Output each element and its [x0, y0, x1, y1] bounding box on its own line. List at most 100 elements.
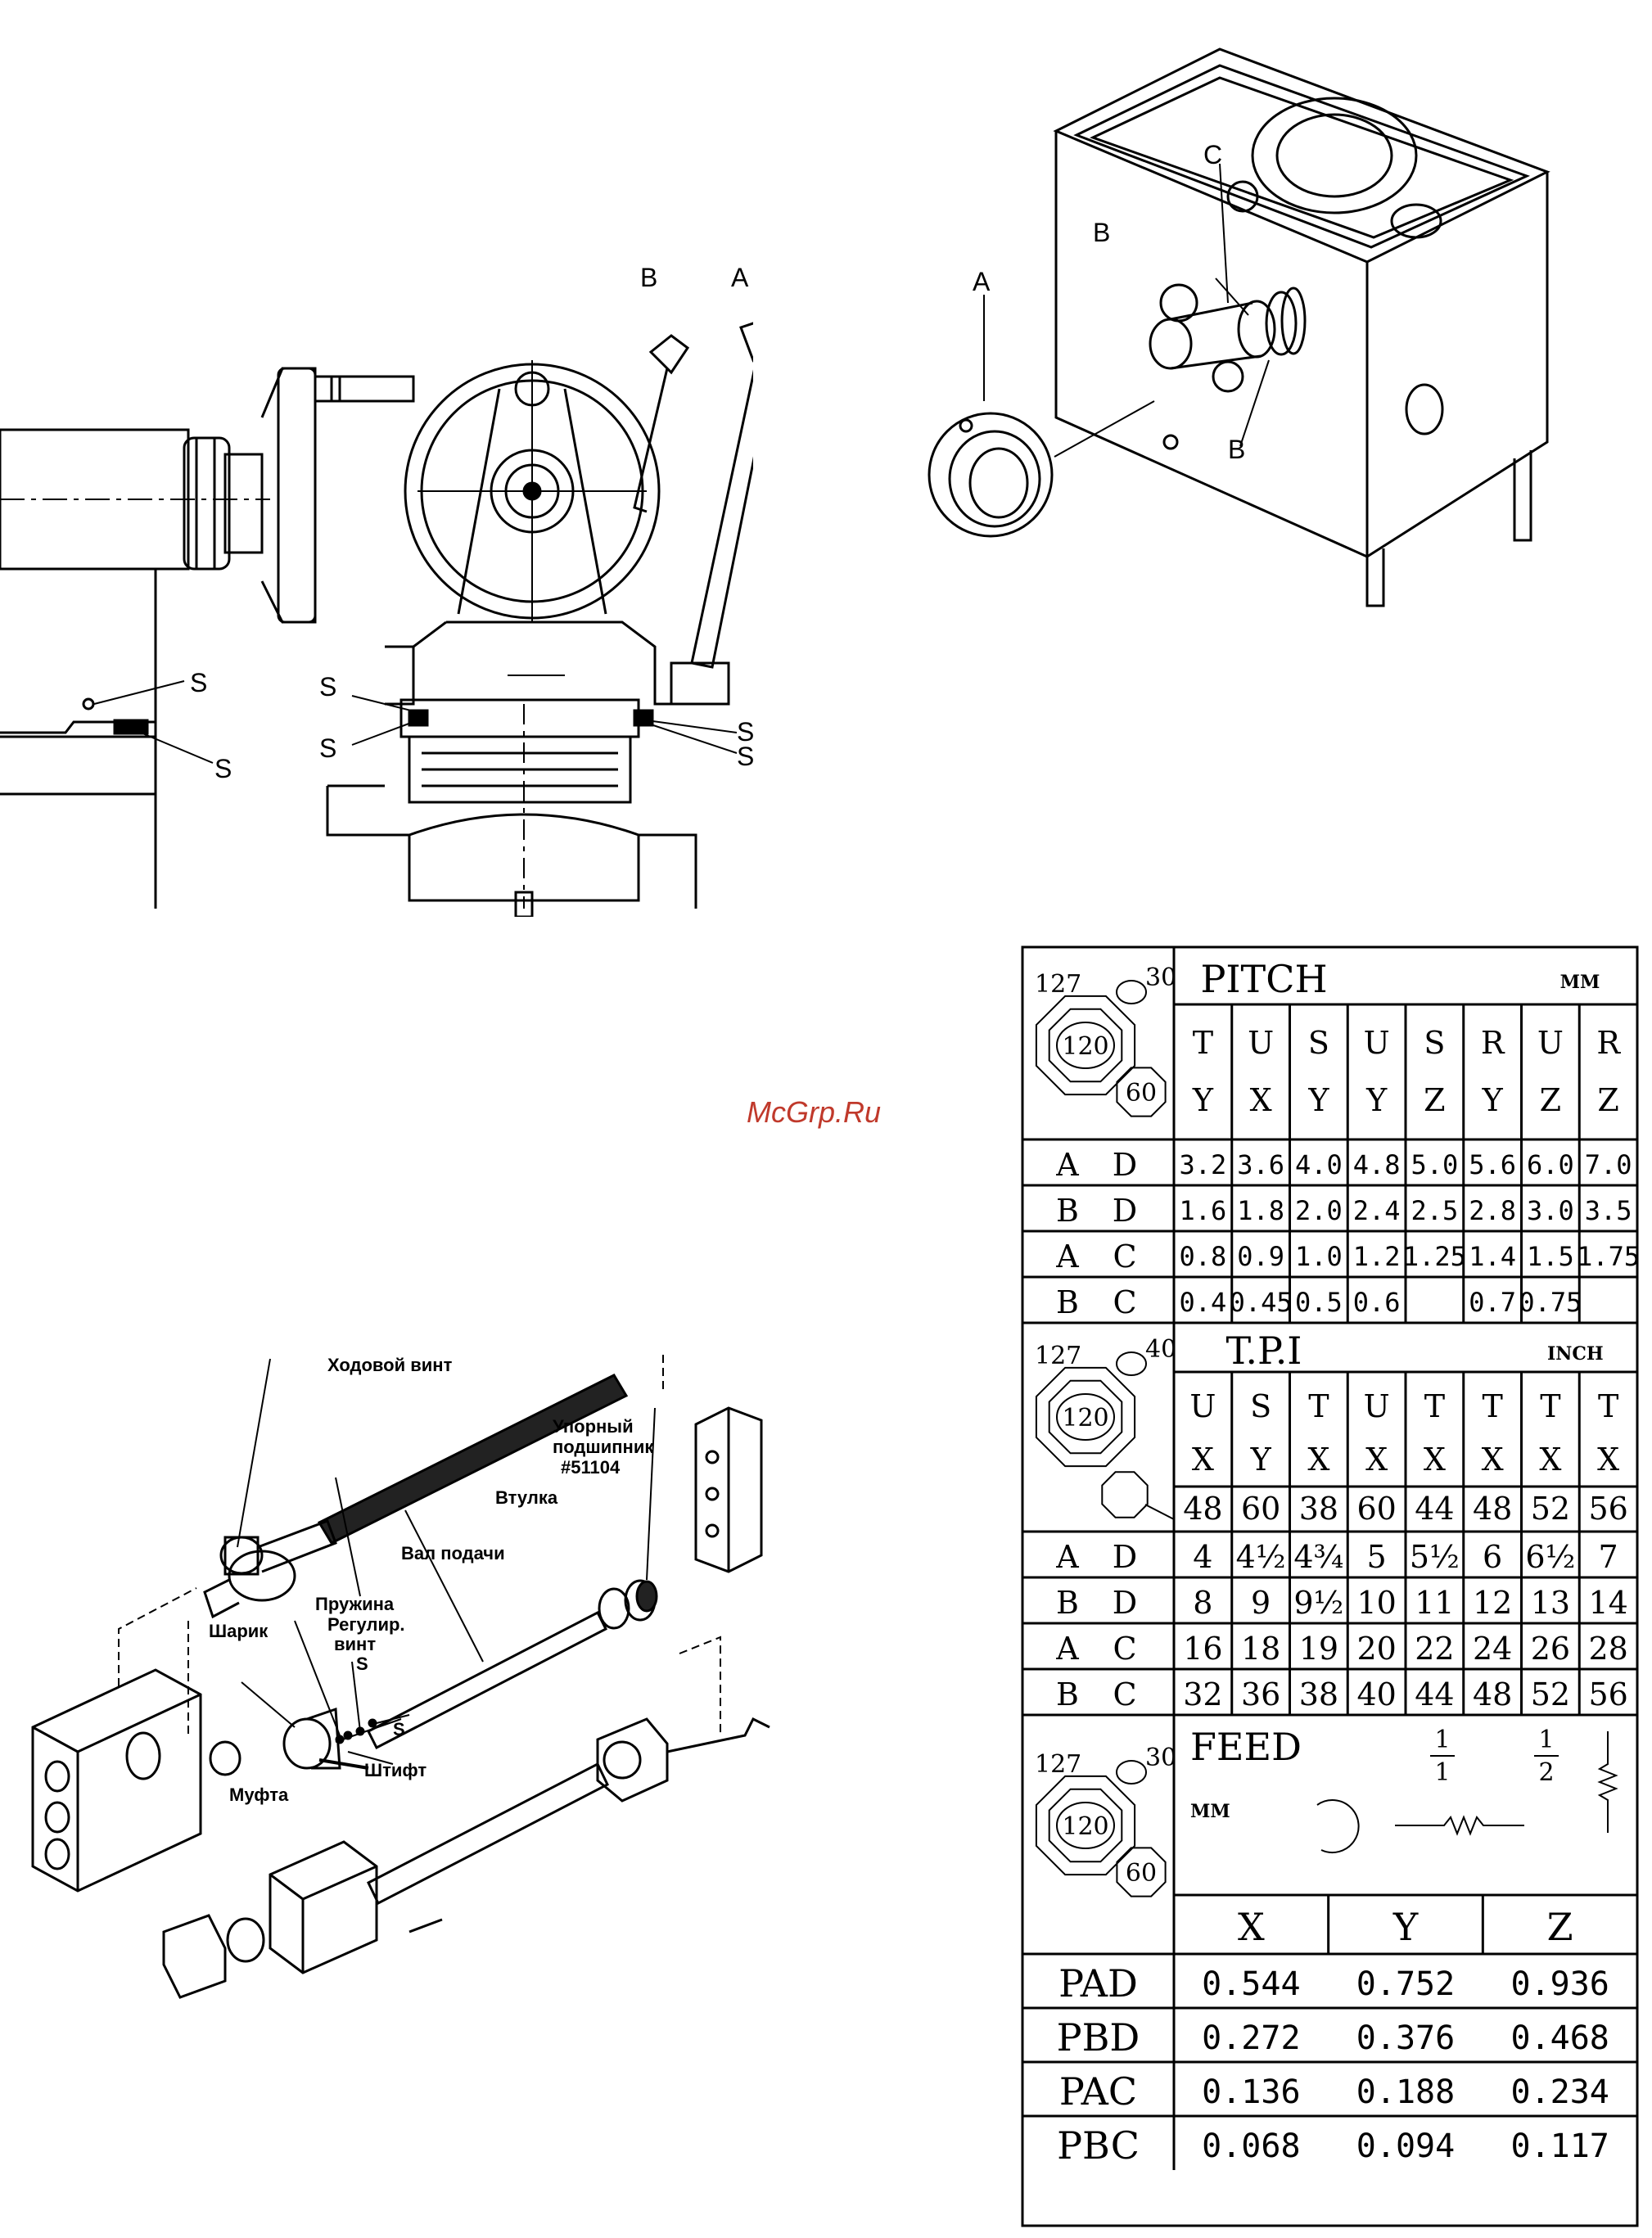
pitch-cell: 4.8 [1353, 1149, 1401, 1180]
gear-label-60: 60 [1126, 1859, 1157, 1888]
tpi-row-label-a: B [1056, 1676, 1079, 1712]
feed-col-header: Y [1392, 1905, 1419, 1949]
pitch-cell: 0.5 [1295, 1287, 1343, 1318]
tpi-cell: 48 [1473, 1676, 1512, 1712]
feed-cell: 0.752 [1356, 1965, 1455, 2003]
feed-cell: 0.094 [1356, 2127, 1455, 2165]
tpi-cell: 19 [1299, 1631, 1338, 1667]
label-thrust-bearing-number: #51104 [561, 1457, 621, 1478]
tpi-col-teeth: 48 [1473, 1491, 1512, 1527]
feed-ratio1-den: 1 [1434, 1758, 1450, 1787]
label-lever-b: B [640, 263, 657, 292]
label-feed-shaft: Вал подачи [401, 1543, 505, 1563]
pitch-col-top: S [1308, 1025, 1329, 1061]
rotation-icon [1316, 1799, 1360, 1854]
pitch-cell: 0.8 [1179, 1241, 1226, 1272]
longitudinal-feed-icon [1395, 1815, 1524, 1836]
tpi-col-bottom: X [1482, 1442, 1504, 1478]
pitch-title: PITCH [1200, 957, 1327, 1001]
tpi-row-label-a: B [1056, 1585, 1079, 1621]
gear-label-120: 120 [1062, 1812, 1108, 1841]
tpi-title: T.P.I [1226, 1329, 1302, 1373]
pitch-row-label-b: D [1113, 1147, 1137, 1183]
pitch-col-bottom: Z [1597, 1082, 1618, 1118]
pitch-col-bottom: Z [1424, 1082, 1445, 1118]
tpi-col-bottom: X [1424, 1442, 1446, 1478]
tpi-cell: 10 [1356, 1585, 1396, 1621]
tpi-cell: 11 [1415, 1585, 1454, 1621]
tpi-cell: 32 [1183, 1676, 1222, 1712]
label-s-1: S [190, 668, 207, 697]
pitch-col-bottom: Y [1307, 1082, 1329, 1118]
tpi-row-label-b: D [1113, 1585, 1137, 1621]
label-s-5: S [737, 717, 753, 747]
pitch-cell: 0.9 [1237, 1241, 1284, 1272]
label-thrust-bearing-line2: подшипник [553, 1437, 654, 1457]
feed-cell: 0.068 [1202, 2127, 1300, 2165]
pitch-col-bottom: Y [1192, 1082, 1214, 1118]
label-s-3: S [319, 672, 336, 702]
tpi-row-label-b: C [1113, 1676, 1136, 1712]
tpi-col-bottom: X [1365, 1442, 1388, 1478]
gear-60-icon [1116, 1067, 1167, 1117]
label-nut-b-top: B [1093, 218, 1110, 247]
tpi-cell: 4 [1193, 1539, 1212, 1575]
feed-ratio2-num: 1 [1538, 1726, 1554, 1754]
pitch-cell: 6.0 [1527, 1149, 1574, 1180]
gear-small-icon [1116, 1760, 1147, 1785]
label-adj-screw-line1: Регулир. [327, 1614, 405, 1635]
tpi-cell: 24 [1473, 1631, 1512, 1667]
tpi-row-label-b: D [1113, 1539, 1137, 1575]
pitch-cell: 2.4 [1353, 1195, 1401, 1226]
pitch-cell: 0.4 [1179, 1287, 1226, 1318]
feed-ratio2-den: 2 [1538, 1758, 1554, 1787]
pitch-cell: 0.7 [1469, 1287, 1516, 1318]
pitch-cell: 3.0 [1527, 1195, 1574, 1226]
tpi-col-teeth: 60 [1241, 1491, 1280, 1527]
feed-cell: 0.468 [1510, 2019, 1609, 2057]
tpi-cell: 4½ [1236, 1539, 1286, 1575]
label-thrust-bearing-line1: Упорный [553, 1416, 634, 1437]
tpi-cell: 4¾ [1293, 1539, 1343, 1575]
gear-inner-icon [1048, 1379, 1123, 1455]
tpi-cell: 26 [1531, 1631, 1570, 1667]
gear-label-127: 127 [1035, 1750, 1081, 1779]
feed-ratio1-num: 1 [1434, 1726, 1450, 1754]
pitch-cell: 1.2 [1353, 1241, 1401, 1272]
pitch-col-bottom: Z [1540, 1082, 1561, 1118]
gear-label-30: 30 [1145, 963, 1176, 992]
feed-cell: 0.272 [1202, 2019, 1300, 2057]
tpi-cell: 9½ [1293, 1585, 1343, 1621]
label-lever-a: A [731, 263, 749, 292]
label-spring: Пружина [315, 1594, 395, 1614]
label-nut-b-bottom: B [1228, 435, 1245, 464]
pitch-row-label-b: D [1113, 1193, 1137, 1229]
tpi-col-top: S [1250, 1388, 1271, 1424]
pitch-cell: 0.6 [1353, 1287, 1401, 1318]
tpi-cell: 20 [1356, 1631, 1396, 1667]
pitch-unit: MM [1560, 972, 1600, 993]
pitch-col-top: T [1193, 1025, 1213, 1061]
label-s-4: S [319, 733, 336, 763]
tpi-col-top: T [1424, 1388, 1445, 1424]
feed-cell: 0.188 [1356, 2073, 1455, 2111]
watermark-text: McGrp.Ru [747, 1095, 882, 1129]
pitch-col-top: U [1248, 1025, 1274, 1061]
label-flange-a: A [973, 267, 991, 296]
gear-small-bottom-icon [1101, 1471, 1149, 1518]
cross-feed-icon [1597, 1731, 1618, 1833]
feed-row-label: PBD [1057, 2015, 1140, 2060]
feed-row-label: PAD [1058, 1961, 1138, 2006]
tpi-cell: 56 [1588, 1676, 1627, 1712]
feed-row-label: PAC [1059, 2069, 1137, 2114]
tpi-col-top: T [1482, 1388, 1502, 1424]
tpi-cell: 8 [1193, 1585, 1212, 1621]
pitch-cell: 1.0 [1295, 1241, 1343, 1272]
tpi-col-teeth: 60 [1356, 1491, 1396, 1527]
feed-col-header: Z [1547, 1905, 1573, 1949]
pitch-col-bottom: Y [1365, 1082, 1388, 1118]
feed-cell: 0.936 [1510, 1965, 1609, 2003]
gear-label-127: 127 [1035, 1342, 1081, 1370]
pitch-cell: 2.5 [1411, 1195, 1458, 1226]
